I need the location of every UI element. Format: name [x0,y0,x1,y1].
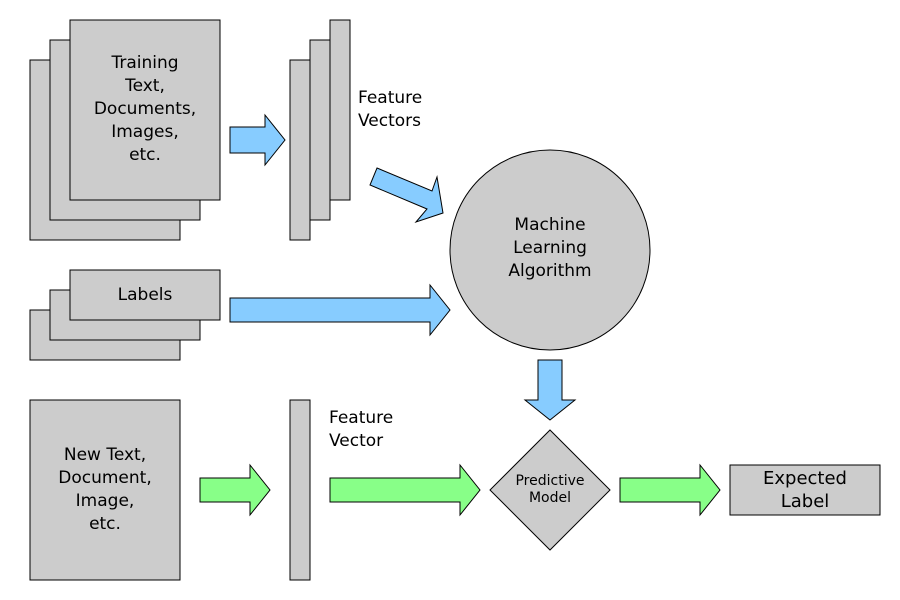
arrow-algorithm-to-model [523,359,577,421]
arrow-docs-to-vectors [229,113,286,167]
ml-algorithm-label: Machine Learning Algorithm [508,215,592,281]
new-text-label: New Text, Document, Image, etc. [58,445,152,534]
predictive-model-diamond [489,429,611,551]
feature-vector-bar-1 [289,59,311,241]
ml-algorithm-circle [449,149,651,351]
expected-label-label: Expected Label [763,468,847,512]
arrow-vectors-to-algorithm [369,167,444,224]
training-docs-label: Training Text, Documents, Images, etc. [93,53,197,165]
arrow-model-to-label [619,463,721,517]
training-docs-stack [29,19,221,241]
labels-label: Labels [117,285,173,305]
feature-vector-bar-2 [309,39,331,221]
expected-label-box [729,464,881,516]
arrow-labels-to-algorithm [229,283,451,337]
arrow-newtext-to-vector [199,463,271,517]
labels-card-front [69,269,221,321]
training-doc-front [69,19,221,201]
feature-vectors-label: Feature Vectors [358,88,423,131]
feature-vector-bar-3 [329,19,351,201]
feature-vectors-stack [289,19,351,241]
labels-stack [29,269,221,361]
feature-vector-bar [289,399,311,581]
feature-vector-label: Feature Vector [329,408,394,451]
predictive-model-label: Predictive Model [515,473,585,506]
new-text-document [29,399,181,581]
arrow-vector-to-model [329,463,481,517]
